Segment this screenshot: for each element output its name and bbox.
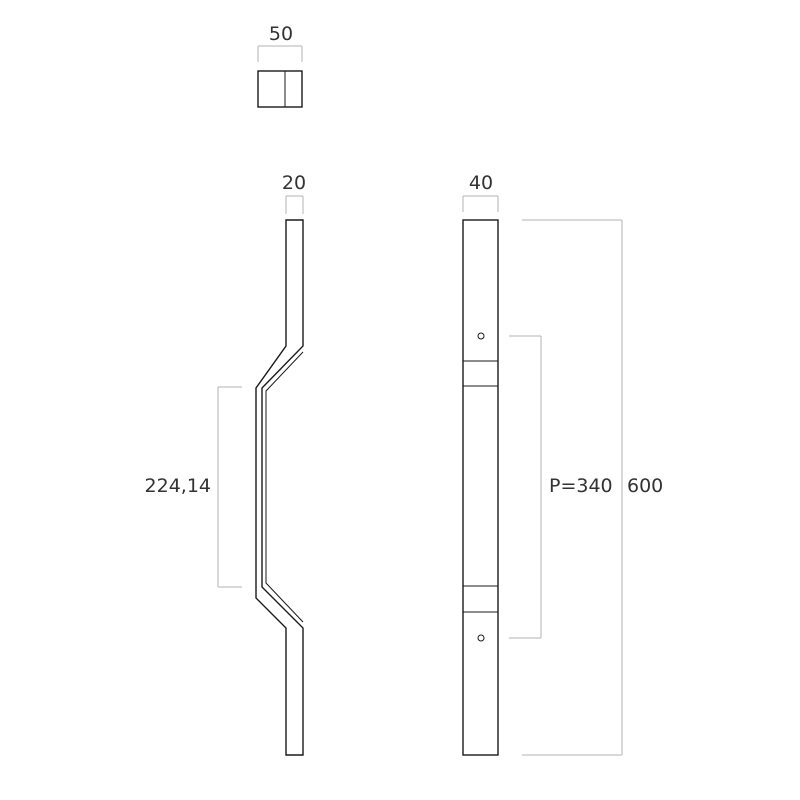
dim-total-length: 600 bbox=[522, 219, 663, 756]
dim-front-width-label: 40 bbox=[469, 172, 493, 194]
top-view: 50 bbox=[257, 23, 303, 108]
side-view-bend-inner bbox=[265, 351, 304, 623]
dim-offset-height-label: 224,14 bbox=[145, 475, 211, 497]
front-view-outline bbox=[462, 219, 499, 756]
dim-offset-height: 224,14 bbox=[145, 386, 242, 588]
mounting-hole-top bbox=[477, 332, 485, 340]
dim-top-width-label: 50 bbox=[269, 23, 293, 45]
top-view-outline bbox=[257, 70, 303, 108]
side-view: 20 224,14 bbox=[145, 172, 306, 756]
mounting-hole-bottom bbox=[477, 634, 485, 642]
side-view-outline bbox=[255, 219, 304, 756]
dim-pitch: P=340 bbox=[509, 335, 613, 639]
front-view: 40 P=340 600 bbox=[462, 172, 663, 756]
dim-front-width: 40 bbox=[462, 172, 499, 212]
dim-total-length-label: 600 bbox=[627, 475, 663, 497]
dim-top-width: 50 bbox=[257, 23, 303, 62]
dim-side-width: 20 bbox=[282, 172, 306, 214]
dim-side-width-label: 20 bbox=[282, 172, 306, 194]
dim-pitch-label: P=340 bbox=[549, 475, 613, 497]
